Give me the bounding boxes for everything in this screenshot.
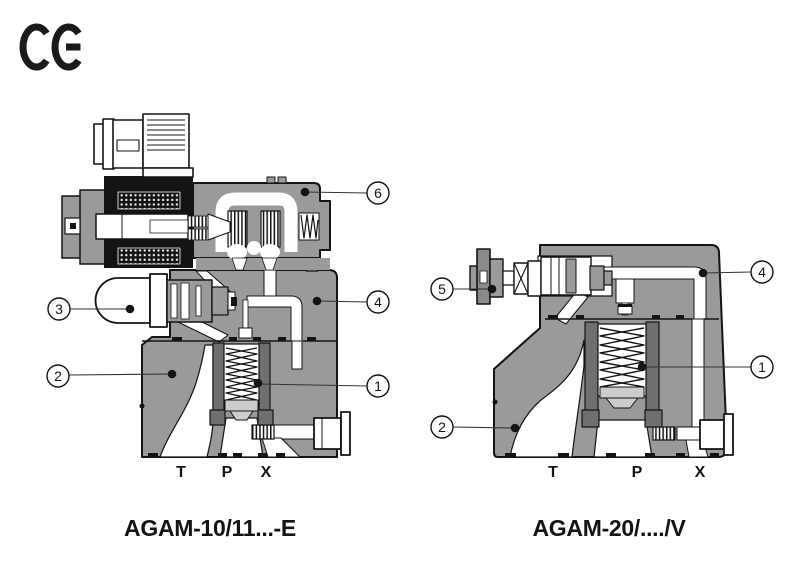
port-label-p-left: P bbox=[222, 464, 233, 481]
electrical-connector bbox=[93, 113, 194, 178]
channel-X-vertical bbox=[691, 318, 705, 430]
coil-winding-top bbox=[117, 191, 181, 210]
channel-X-horizontal bbox=[272, 424, 318, 440]
x-side-fitting-right bbox=[699, 413, 734, 456]
callout-balloons-right: 5 4 1 2 bbox=[430, 260, 774, 439]
seal-marks-split-left bbox=[172, 337, 316, 342]
ce-letter-c bbox=[19, 23, 50, 71]
main-spring-left bbox=[225, 347, 258, 401]
orifice-plug-right bbox=[652, 426, 676, 441]
callouts-left bbox=[68, 191, 368, 387]
channel-X-stub bbox=[291, 340, 303, 370]
port-label-t-right: T bbox=[548, 464, 558, 481]
coil-winding-bottom bbox=[117, 247, 181, 265]
callout-1-left-label: 1 bbox=[374, 378, 382, 394]
seal-marks-bottom-right bbox=[505, 453, 719, 457]
drain-fitting bbox=[238, 327, 253, 339]
callout-1-right-label: 1 bbox=[758, 359, 766, 375]
pilot-valve-block bbox=[192, 176, 331, 271]
callouts-right bbox=[452, 271, 752, 429]
main-spool-cartridge-right bbox=[581, 321, 663, 428]
locknut-cross bbox=[513, 262, 529, 295]
left-diagram-caption: AGAM-10/11...-E bbox=[124, 515, 296, 541]
ce-mark bbox=[19, 23, 82, 71]
channel-T-right bbox=[509, 339, 585, 458]
adjustment-knob-assembly bbox=[469, 248, 613, 305]
manual-override-cap bbox=[94, 273, 237, 328]
channel-X-mouth bbox=[261, 437, 301, 458]
pilot-spool-1 bbox=[227, 210, 248, 248]
port-label-x-right: X bbox=[695, 464, 706, 481]
right-diagram-caption: AGAM-20/..../V bbox=[533, 515, 687, 541]
right-valve-diagram: T P X 5 4 1 2 AGAM-20/..../V bbox=[430, 244, 774, 541]
pilot-u-channel bbox=[215, 192, 298, 252]
callout-4-right-label: 4 bbox=[758, 264, 766, 280]
channel-P-right bbox=[593, 419, 653, 458]
channel-L bbox=[246, 295, 303, 342]
port-label-p-right: P bbox=[632, 464, 643, 481]
port-label-x-left: X bbox=[261, 464, 272, 481]
left-valve-diagram: T P X 6 3 4 2 1 AGAM-10/11...- bbox=[46, 113, 390, 541]
callout-3-label: 3 bbox=[55, 301, 63, 317]
callout-6-label: 6 bbox=[374, 185, 382, 201]
orifice-plug bbox=[251, 424, 275, 440]
channel-T bbox=[159, 344, 214, 458]
ce-letter-e bbox=[51, 23, 82, 71]
pilot-spring bbox=[300, 214, 319, 239]
solenoid bbox=[61, 176, 209, 268]
callout-dots-left bbox=[125, 187, 322, 388]
callout-4-left-label: 4 bbox=[374, 294, 382, 310]
pilot-spool-2 bbox=[260, 210, 281, 248]
callout-2-left-label: 2 bbox=[54, 368, 62, 384]
seal-marks-split-right bbox=[548, 315, 684, 320]
channel-pilot-drain bbox=[242, 299, 249, 331]
channel-mid-vertical bbox=[615, 278, 635, 304]
seal-marks-bottom-left bbox=[148, 453, 285, 457]
callout-2-right-label: 2 bbox=[438, 419, 446, 435]
connector-fins bbox=[147, 119, 185, 151]
callout-5-label: 5 bbox=[438, 281, 446, 297]
x-side-fitting-left bbox=[313, 411, 351, 456]
callout-dots-right bbox=[487, 268, 708, 433]
callout-balloons-left: 6 3 4 2 1 bbox=[46, 181, 390, 398]
main-spool-cartridge-left bbox=[209, 342, 274, 426]
port-label-t-left: T bbox=[176, 464, 186, 481]
